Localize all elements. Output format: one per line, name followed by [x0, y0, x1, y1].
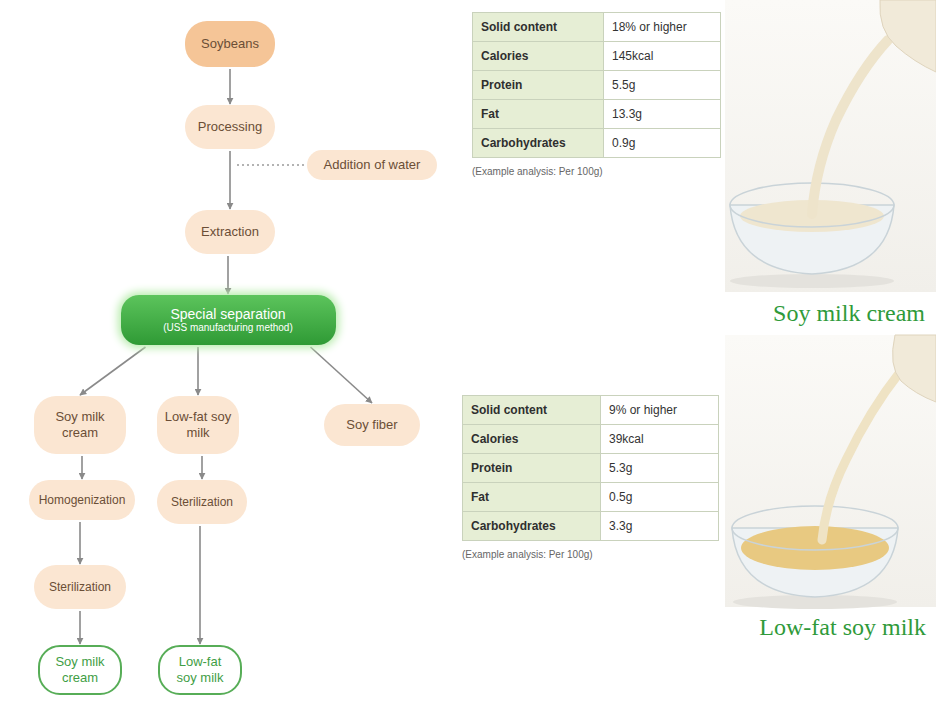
flow-arrow — [81, 456, 83, 479]
table-value: 13.3g — [603, 99, 721, 129]
product-box: Low-fat soy milk — [157, 396, 239, 454]
flow-arrow — [229, 151, 231, 209]
node-label: Low-fat soy milk — [167, 654, 233, 685]
bowl-rim — [732, 506, 898, 550]
process-box: Sterilization — [157, 480, 247, 524]
table-key: Fat — [462, 482, 601, 512]
flow-arrow — [79, 522, 81, 564]
product-box: Soy fiber — [324, 404, 420, 446]
separation-box: Special separation(USS manufacturing met… — [121, 295, 336, 345]
soy-milk-stream — [822, 372, 900, 540]
table-value: 39kcal — [600, 424, 719, 454]
table-note: (Example analysis: Per 100g) — [470, 163, 720, 179]
table-key: Carbohydrates — [472, 128, 604, 158]
table-value: 0.5g — [600, 482, 719, 512]
flow-arrow — [80, 347, 146, 395]
flow-arrow — [227, 256, 229, 294]
result-box: Low-fat soy milk — [158, 645, 242, 695]
result-box: Soy milk cream — [38, 645, 122, 695]
table-key: Protein — [462, 453, 601, 483]
node-label: Sterilization — [41, 580, 119, 594]
pitcher — [880, 0, 936, 72]
photo-caption: Low-fat soy milk — [690, 611, 932, 643]
table-value: 5.5g — [603, 70, 721, 100]
table-key: Solid content — [462, 395, 601, 425]
leader-line — [237, 164, 304, 166]
table-value: 145kcal — [603, 41, 721, 71]
table-note: (Example analysis: Per 100g) — [460, 546, 710, 562]
node-label: Special separation — [128, 306, 329, 323]
node-label: Soy fiber — [331, 417, 413, 433]
process-box: Sterilization — [34, 565, 126, 609]
node-label: Soy milk cream — [47, 654, 113, 685]
table-key: Calories — [462, 424, 601, 454]
start-box: Soybeans — [185, 21, 275, 67]
table-value: 18% or higher — [603, 12, 721, 42]
node-label: Low-fat soy milk — [164, 409, 232, 440]
flow-arrow — [229, 69, 231, 104]
input-box: Addition of water — [307, 150, 437, 180]
table-key: Carbohydrates — [462, 511, 601, 541]
cream-stream — [812, 40, 888, 214]
table-value: 3.3g — [600, 511, 719, 541]
table-value: 9% or higher — [600, 395, 719, 425]
photo-background — [725, 335, 936, 607]
table-key: Solid content — [472, 12, 604, 42]
node-label: Sterilization — [164, 495, 240, 509]
node-label: Soybeans — [192, 36, 268, 52]
node-label: Homogenization — [36, 493, 128, 507]
node-label: Addition of water — [314, 157, 430, 173]
node-label: Processing — [192, 119, 268, 135]
node-sublabel: (USS manufacturing method) — [128, 322, 329, 334]
photo-background — [725, 0, 936, 292]
node-label: Soy milk cream — [41, 409, 119, 440]
process-box: Homogenization — [29, 480, 135, 520]
pitcher — [893, 335, 936, 402]
flow-arrow — [201, 456, 203, 479]
flow-arrow — [79, 611, 81, 644]
photo-caption: Soy milk cream — [695, 297, 931, 329]
process-box: Processing — [185, 105, 275, 149]
flow-arrow — [199, 526, 201, 644]
table-key: Calories — [472, 41, 604, 71]
soy-milk-in-bowl — [741, 526, 889, 570]
node-label: Extraction — [192, 224, 268, 240]
table-value: 5.3g — [600, 453, 719, 483]
process-box: Extraction — [185, 210, 275, 254]
table-key: Protein — [472, 70, 604, 100]
flow-arrow — [311, 347, 373, 403]
bowl-shadow — [730, 274, 894, 288]
table-value: 0.9g — [603, 128, 721, 158]
flow-arrow — [197, 347, 199, 395]
table-key: Fat — [472, 99, 604, 129]
product-box: Soy milk cream — [34, 396, 126, 454]
